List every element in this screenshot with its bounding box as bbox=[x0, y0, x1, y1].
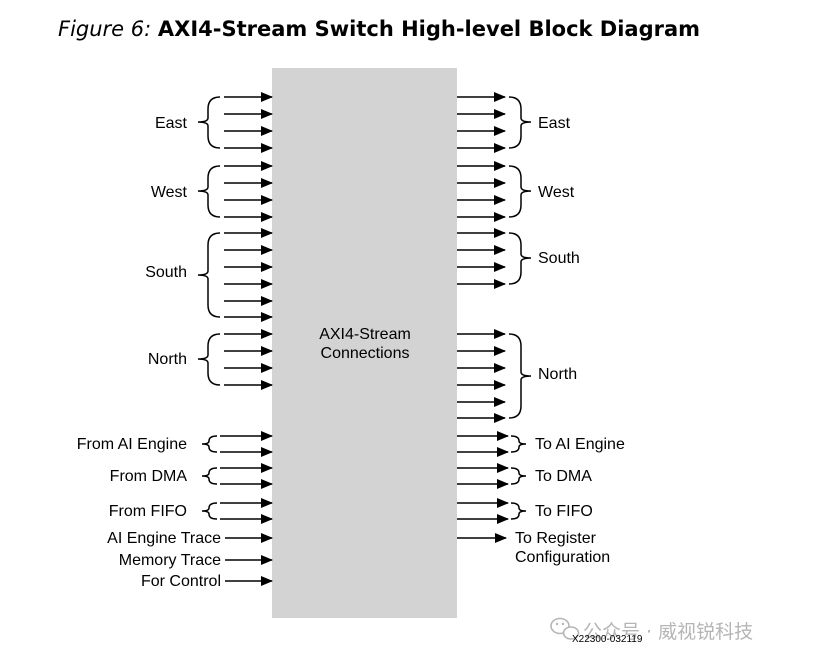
wechat-icon bbox=[550, 617, 580, 640]
figure-name: AXI4-Stream Switch High-level Block Diag… bbox=[157, 17, 701, 41]
right-label-to-dma: To DMA bbox=[535, 468, 592, 485]
east-in-brace bbox=[197, 96, 221, 149]
right-label-south: South bbox=[538, 250, 580, 267]
from-ai-engine-brace bbox=[201, 435, 218, 453]
right-label-to-ai-engine: To AI Engine bbox=[535, 436, 625, 453]
left-group-east: East bbox=[155, 92, 273, 153]
left-label-from-fifo: From FIFO bbox=[109, 503, 187, 520]
watermark: 公众号 · 威视锐科技 bbox=[550, 617, 753, 643]
watermark-text: 公众号 · 威视锐科技 bbox=[583, 621, 753, 643]
left-label-for-control: For Control bbox=[141, 573, 221, 590]
east-out-brace bbox=[508, 96, 532, 149]
to-ai-engine-brace bbox=[510, 435, 527, 453]
south-out-brace bbox=[508, 232, 532, 285]
left-label-north: North bbox=[148, 351, 187, 368]
left-group-south: South bbox=[145, 228, 273, 322]
left-label-from-dma: From DMA bbox=[110, 468, 188, 485]
west-in-brace bbox=[197, 165, 221, 218]
from-fifo-brace bbox=[201, 502, 218, 520]
to-fifo-brace bbox=[510, 502, 527, 520]
right-group-to-fifo: To FIFO bbox=[457, 498, 593, 524]
left-label-west: West bbox=[151, 184, 188, 201]
west-out-brace bbox=[508, 165, 532, 218]
left-label-memory-trace: Memory Trace bbox=[119, 552, 221, 569]
left-group-from-fifo: From FIFO bbox=[109, 498, 273, 524]
right-group-south: South bbox=[457, 228, 580, 289]
center-label-line1: AXI4-Stream bbox=[319, 326, 411, 343]
left-group-memory-trace: Memory Trace bbox=[119, 552, 273, 569]
figure-code: X22300-032119 bbox=[572, 634, 643, 645]
right-group-to-ai-engine: To AI Engine bbox=[457, 431, 625, 457]
left-group-ai-engine-trace: AI Engine Trace bbox=[107, 530, 273, 547]
right-label-west: West bbox=[538, 184, 575, 201]
right-group-west: West bbox=[457, 161, 575, 222]
left-group-for-control: For Control bbox=[141, 573, 273, 590]
left-label-from-ai-engine: From AI Engine bbox=[77, 436, 187, 453]
right-group-east: East bbox=[457, 92, 571, 153]
north-out-brace bbox=[508, 333, 532, 419]
stream-switch-block bbox=[272, 68, 457, 618]
right-label-configuration: Configuration bbox=[515, 549, 610, 566]
from-dma-brace bbox=[201, 467, 218, 485]
to-dma-brace bbox=[510, 467, 527, 485]
right-label-to-fifo: To FIFO bbox=[535, 503, 593, 520]
north-in-brace bbox=[197, 333, 221, 386]
left-label-ai-engine-trace: AI Engine Trace bbox=[107, 530, 221, 547]
center-label-line2: Connections bbox=[321, 345, 410, 362]
right-group-to-dma: To DMA bbox=[457, 463, 592, 489]
left-group-north: North bbox=[148, 329, 273, 390]
left-group-from-dma: From DMA bbox=[110, 463, 273, 489]
right-label-north: North bbox=[538, 366, 577, 383]
right-group-to-register-configuration: To Register Configuration bbox=[457, 530, 610, 566]
left-group-from-ai-engine: From AI Engine bbox=[77, 431, 273, 457]
south-in-brace bbox=[197, 232, 221, 318]
left-label-east: East bbox=[155, 115, 188, 132]
left-group-west: West bbox=[151, 161, 273, 222]
figure-title: Figure 6: AXI4-Stream Switch High-level … bbox=[58, 17, 700, 41]
right-label-to-register: To Register bbox=[515, 530, 597, 547]
figure-label: Figure 6: bbox=[58, 17, 152, 41]
right-group-north: North bbox=[457, 329, 577, 423]
right-label-east: East bbox=[538, 115, 571, 132]
left-label-south: South bbox=[145, 264, 187, 281]
